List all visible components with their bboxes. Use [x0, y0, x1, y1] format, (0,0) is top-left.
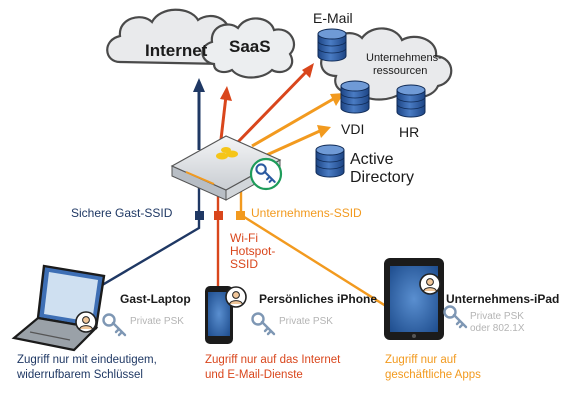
- vdi-label: VDI: [341, 121, 365, 137]
- active-directory-database-icon: [315, 144, 345, 178]
- laptop-note-line2: widerrufbarem Schlüssel: [17, 369, 143, 381]
- guest-ssid-label: Sichere Gast-SSID: [71, 206, 173, 220]
- laptop-key-icon: [102, 313, 127, 337]
- laptop-user-avatar: [75, 311, 97, 333]
- iphone-note-line2: und E-Mail-Dienste: [205, 369, 303, 381]
- tablet-key-icon: [443, 305, 468, 329]
- ipad-note-line1: Zugriff nur auf: [385, 354, 457, 366]
- hotspot-ssid-label-line1: Wi-Fi: [230, 231, 258, 245]
- iphone-key-label: Private PSK: [279, 316, 333, 327]
- guest-ssid-marker: [195, 211, 204, 220]
- laptop-name: Gast-Laptop: [120, 292, 191, 306]
- email-label: E-Mail: [313, 10, 353, 26]
- hr-label: HR: [399, 124, 420, 140]
- hotspot-ssid-label-line2: Hotspot-: [230, 244, 276, 258]
- vdi-database-icon: [340, 80, 370, 114]
- laptop-note-line1: Zugriff nur mit eindeutigem,: [17, 354, 157, 366]
- phone-device: [205, 286, 233, 344]
- corp-ssid-marker: [236, 211, 245, 220]
- laptop-key-label: Private PSK: [130, 316, 184, 327]
- ipad-name: Unternehmens-iPad: [446, 292, 560, 306]
- hotspot-ssid-marker: [214, 211, 223, 220]
- phone-key-icon: [251, 312, 276, 336]
- ipad-key-label-line2: oder 802.1X: [470, 323, 525, 334]
- active-directory-label-line2: Directory: [350, 169, 415, 186]
- resources-label-line2: ressourcen: [373, 65, 428, 77]
- hr-database-icon: [396, 84, 426, 118]
- saas-label: SaaS: [229, 37, 271, 56]
- tablet-device: [384, 258, 444, 340]
- internet-label: Internet: [145, 41, 208, 60]
- ipad-key-label-line1: Private PSK: [470, 311, 524, 322]
- laptop-device: [11, 264, 106, 352]
- email-database-icon: [317, 28, 347, 62]
- ipad-note-line2: geschäftliche Apps: [385, 369, 481, 381]
- iphone-name: Persönliches iPhone: [259, 292, 378, 306]
- active-directory-label-line1: Active: [350, 151, 394, 168]
- access-point-key-icon: [249, 157, 283, 191]
- hotspot-ssid-label-line3: SSID: [230, 257, 259, 271]
- iphone-note-line1: Zugriff nur auf das Internet: [205, 354, 341, 366]
- tablet-user-avatar: [419, 273, 441, 295]
- corp-ssid-label: Unternehmens-SSID: [251, 206, 362, 220]
- resources-label-line1: Unternehmens-: [366, 52, 442, 64]
- phone-user-avatar: [225, 286, 247, 308]
- guest-ssid-line: [69, 78, 205, 306]
- saas-cloud: [201, 17, 296, 79]
